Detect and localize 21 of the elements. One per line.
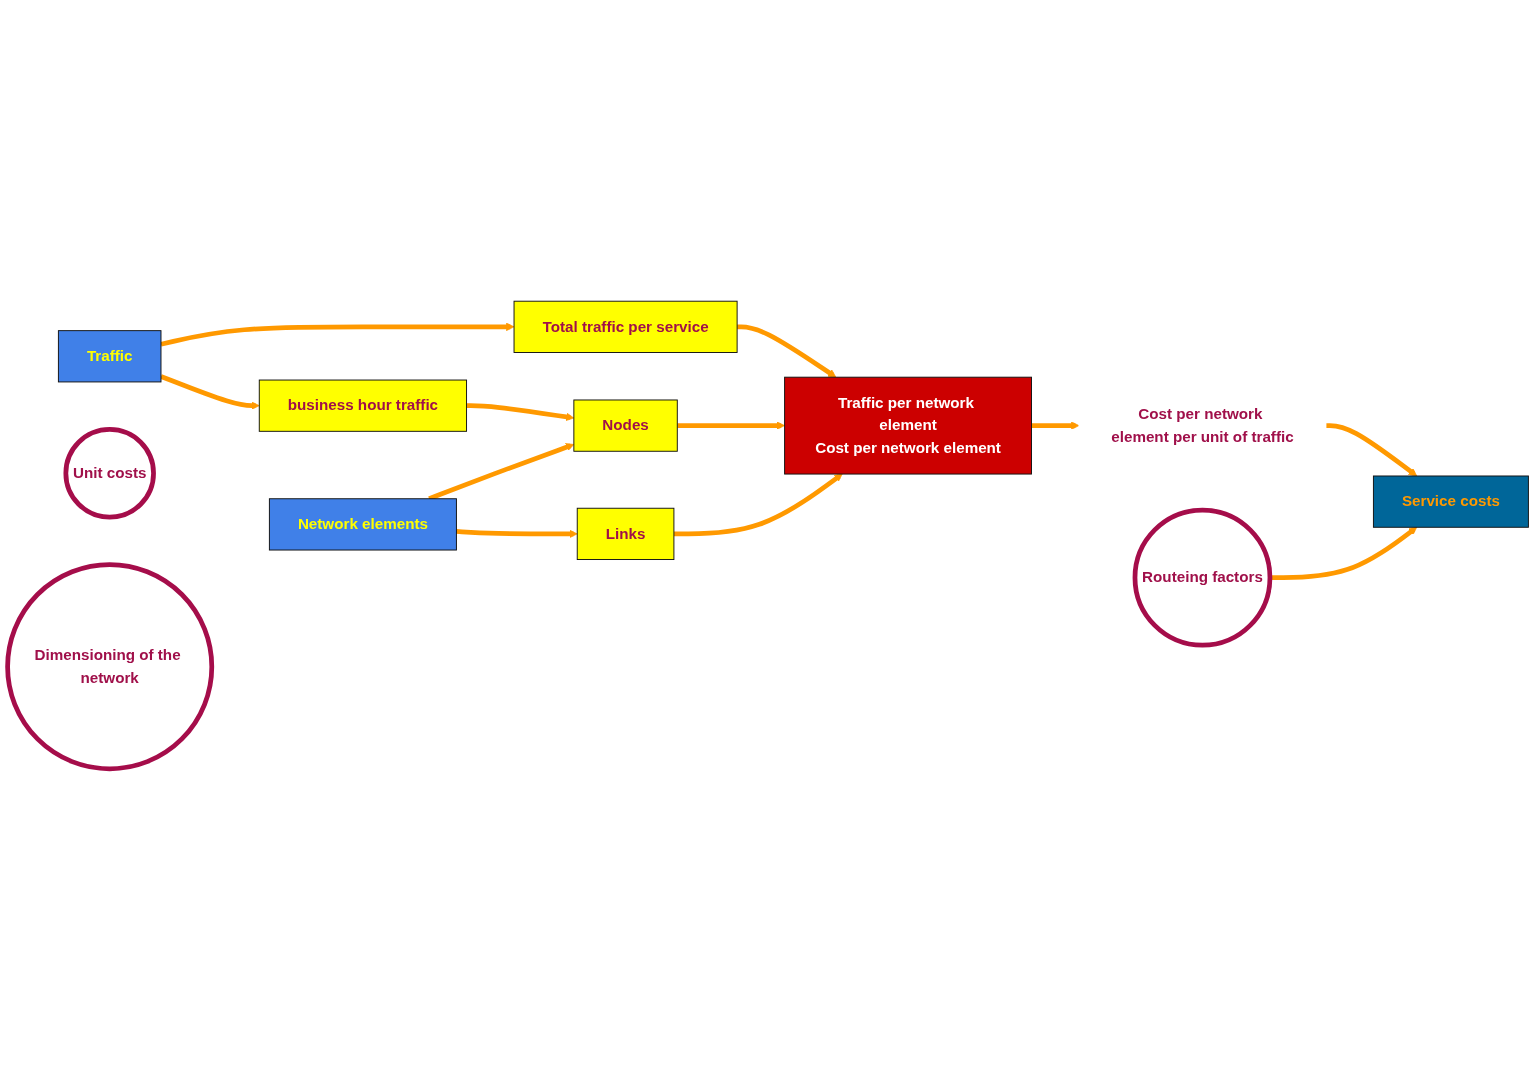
arrow [677, 421, 785, 430]
node-box: Service costs [1372, 475, 1529, 528]
arrow [1325, 423, 1418, 477]
node-text: Cost per network element per unit of traffic [1111, 405, 1294, 445]
node-box: Nodes [573, 399, 678, 452]
arrow [1031, 421, 1080, 430]
arrow [456, 529, 578, 539]
arrow [673, 473, 843, 537]
arrow [160, 374, 260, 410]
node-circle: Dimensioning of the network [5, 562, 215, 772]
arrow [160, 322, 515, 347]
arrow [737, 324, 837, 378]
arrow [466, 403, 575, 422]
node-circle: Routeing factors [1132, 507, 1273, 648]
node-box: Traffic per network element Cost per network element [784, 376, 1032, 475]
node-box: Links [576, 507, 675, 560]
node-circle: Unit costs [63, 427, 156, 520]
node-box: Traffic [57, 330, 162, 383]
node-box: Network elements [268, 498, 457, 551]
node-box: Total traffic per service [513, 300, 738, 353]
node-box: business hour traffic [258, 379, 468, 432]
